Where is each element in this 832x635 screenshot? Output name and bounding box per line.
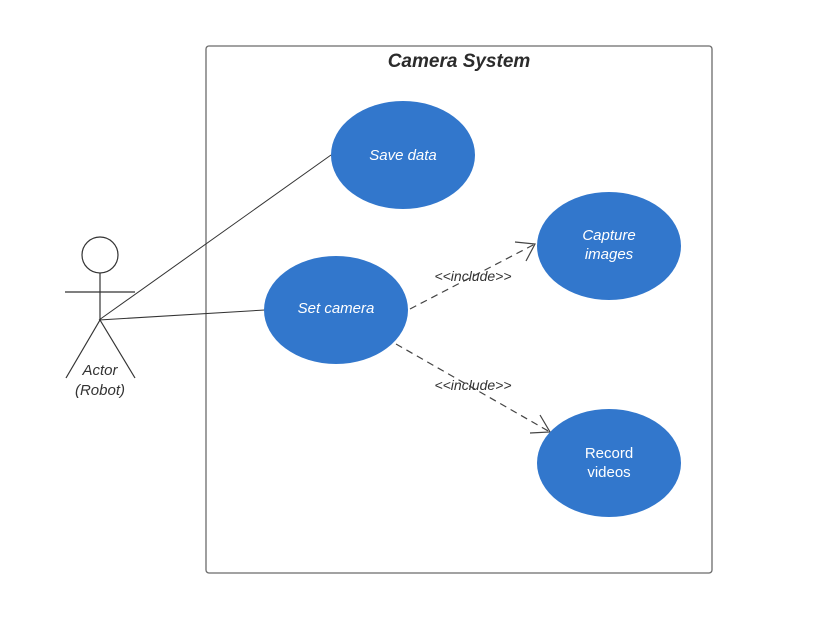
use-case-capture-images-label-line1: Capture [582, 227, 635, 244]
use-case-set-camera-shape [264, 256, 408, 364]
actor-head [81, 236, 119, 274]
use-case-capture-images-label-line2: images [585, 246, 634, 263]
use-case-save-data-shape [331, 101, 475, 209]
use-case-save-data: Save data [331, 101, 475, 209]
actor-label-line1: Actor [81, 362, 118, 379]
association-actor-save-data [98, 154, 332, 321]
use-case-record-videos-label-line2: videos [587, 464, 630, 481]
actor-robot: Actor (Robot) [65, 236, 136, 399]
use-case-set-camera: Set camera [264, 256, 408, 364]
use-case-record-videos: Record videos [537, 409, 681, 517]
system-title: Camera System [388, 51, 531, 72]
use-case-set-camera-label: Set camera [298, 300, 375, 317]
use-case-record-videos-shape [537, 409, 681, 517]
use-case-save-data-label: Save data [369, 147, 437, 164]
use-case-record-videos-label-line1: Record [585, 445, 633, 462]
actor-label-line2: (Robot) [75, 382, 125, 399]
system-boundary [205, 45, 713, 574]
actor-right-leg [99, 319, 136, 379]
include-arrowhead-record-videos [529, 414, 552, 434]
association-actor-set-camera [98, 309, 266, 321]
include-label-capture-images: <<include>> [434, 268, 511, 284]
use-case-capture-images: Capture images [537, 192, 681, 300]
include-label-record-videos: <<include>> [434, 377, 511, 393]
include-line-record-videos [395, 343, 551, 433]
use-case-capture-images-shape [537, 192, 681, 300]
actor-left-leg [65, 319, 101, 379]
include-arrowhead-capture-images [514, 241, 536, 262]
